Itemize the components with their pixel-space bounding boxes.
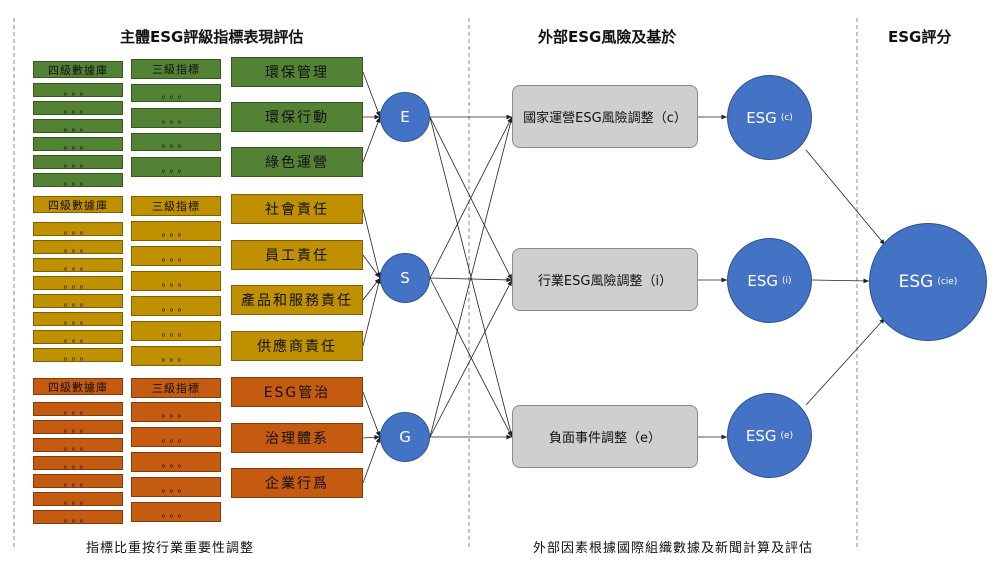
final-score-circle: ESG(cie) bbox=[869, 223, 987, 341]
l3-row: 。。。 bbox=[131, 108, 221, 128]
connector-pillar-to-adjustment bbox=[429, 116, 513, 438]
pillar-e-circle: E bbox=[380, 92, 430, 142]
db-row: 。。。 bbox=[33, 83, 123, 98]
l3-row: 。。。 bbox=[131, 346, 221, 366]
adjustment-label: 行業ESG風險調整 bbox=[537, 274, 643, 289]
l3-row: 。。。 bbox=[131, 84, 221, 102]
header-entity-indicators: 主體ESG評級指標表現評估 bbox=[120, 28, 304, 46]
connector-category-to-s bbox=[362, 277, 381, 347]
connector-category-to-e bbox=[362, 71, 381, 118]
connector-pillar-to-adjustment bbox=[429, 277, 513, 283]
score-industry-circle: ESG(i) bbox=[727, 238, 812, 323]
l3-row: 。。。 bbox=[131, 296, 221, 316]
db-row: 。。。 bbox=[33, 222, 123, 237]
db-row: 。。。 bbox=[33, 474, 123, 489]
l3-row: 。。。 bbox=[131, 271, 221, 291]
l3-row: 。。。 bbox=[131, 246, 221, 266]
connector-pillar-to-adjustment bbox=[429, 279, 513, 438]
connector-category-to-s bbox=[362, 208, 381, 279]
adjustment-negative-events: 負面事件調整（e） bbox=[512, 405, 698, 468]
pillar-g-circle: G bbox=[380, 412, 430, 462]
connector-category-to-e bbox=[362, 116, 381, 163]
l3-row: 。。。 bbox=[131, 452, 221, 472]
connector-category-to-g bbox=[362, 434, 381, 440]
connector-pillar-to-adjustment bbox=[429, 116, 513, 279]
adjustment-code: （i） bbox=[642, 274, 673, 289]
adjustment-industry-risk: 行業ESG風險調整（i） bbox=[512, 248, 698, 311]
category-employee-responsibility: 員工責任 bbox=[231, 240, 363, 270]
pillar-s-circle: S bbox=[380, 253, 430, 303]
db-row: 。。。 bbox=[33, 456, 123, 471]
header-external-risk: 外部ESG風險及基於 bbox=[538, 28, 677, 46]
category-governance-system: 治理體系 bbox=[231, 423, 363, 453]
category-supplier-responsibility: 供應商責任 bbox=[231, 331, 363, 361]
l3-row: 。。。 bbox=[131, 221, 221, 241]
l3-label-social: 三級指標 bbox=[131, 196, 221, 216]
l3-label-env: 三級指標 bbox=[131, 59, 221, 79]
db-row: 。。。 bbox=[33, 330, 123, 345]
l3-row: 。。。 bbox=[131, 133, 221, 151]
adjustment-label: 負面事件調整 bbox=[548, 431, 627, 446]
footer-external-note: 外部因素根據國際組織數據及新聞計算及評估 bbox=[533, 541, 814, 556]
header-esg-score: ESG評分 bbox=[888, 28, 952, 46]
l3-row: 。。。 bbox=[131, 321, 221, 341]
db-label-env: 四級數據庫 bbox=[33, 61, 123, 78]
db-row: 。。。 bbox=[33, 119, 123, 134]
l3-row: 。。。 bbox=[131, 477, 221, 497]
category-product-service-responsibility: 產品和服務責任 bbox=[231, 285, 363, 315]
score-country-circle: ESG(c) bbox=[727, 75, 812, 160]
adjustment-label: 國家運營ESG風險調整 bbox=[523, 111, 654, 126]
connector-pillar-to-adjustment bbox=[429, 116, 513, 281]
db-row: 。。。 bbox=[33, 402, 123, 417]
category-env-management: 環保管理 bbox=[231, 57, 363, 87]
db-row: 。。。 bbox=[33, 173, 123, 188]
connector-pillar-to-adjustment bbox=[429, 277, 513, 438]
db-row: 。。。 bbox=[33, 348, 123, 363]
db-label-governance: 四級數據庫 bbox=[33, 378, 123, 395]
category-esg-governance: ESG管治 bbox=[231, 377, 363, 407]
db-label-social: 四級數據庫 bbox=[33, 196, 123, 213]
category-social-responsibility: 社會責任 bbox=[231, 194, 363, 224]
db-row: 。。。 bbox=[33, 294, 123, 309]
db-row: 。。。 bbox=[33, 510, 123, 525]
l3-row: 。。。 bbox=[131, 157, 221, 177]
category-green-operation: 綠色運營 bbox=[231, 147, 363, 177]
category-corporate-conduct: 企業行爲 bbox=[231, 468, 363, 498]
db-row: 。。。 bbox=[33, 438, 123, 453]
db-row: 。。。 bbox=[33, 240, 123, 255]
connector-category-to-g bbox=[362, 391, 381, 438]
l3-row: 。。。 bbox=[131, 502, 221, 522]
db-row: 。。。 bbox=[33, 420, 123, 435]
connector-category-to-s bbox=[362, 254, 381, 279]
l3-row: 。。。 bbox=[131, 427, 221, 447]
l3-row: 。。。 bbox=[131, 402, 221, 422]
db-row: 。。。 bbox=[33, 492, 123, 507]
connector-score-to-final bbox=[811, 278, 870, 284]
l3-label-governance: 三級指標 bbox=[131, 378, 221, 398]
adjustment-code: （c） bbox=[653, 111, 687, 126]
score-event-circle: ESG(e) bbox=[727, 393, 812, 478]
footer-weighting-note: 指標比重按行業重要性調整 bbox=[86, 541, 255, 556]
category-env-action: 環保行動 bbox=[231, 102, 363, 132]
db-row: 。。。 bbox=[33, 312, 123, 327]
connector-score-to-final bbox=[805, 149, 886, 246]
db-row: 。。。 bbox=[33, 137, 123, 152]
adjustment-code: （e） bbox=[627, 431, 661, 446]
db-row: 。。。 bbox=[33, 101, 123, 116]
db-row: 。。。 bbox=[33, 276, 123, 291]
connector-score-to-final bbox=[805, 317, 886, 406]
adjustment-country-risk: 國家運營ESG風險調整（c） bbox=[512, 85, 698, 148]
db-row: 。。。 bbox=[33, 155, 123, 170]
connector-category-to-g bbox=[362, 436, 381, 484]
db-row: 。。。 bbox=[33, 258, 123, 273]
